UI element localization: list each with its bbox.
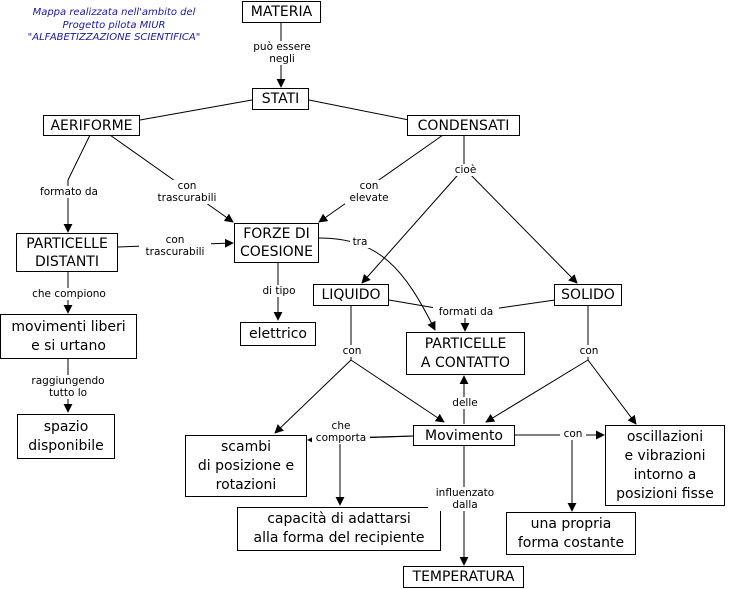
node-temperatura: TEMPERATURA (403, 566, 524, 588)
node-movimento: Movimento (413, 425, 515, 446)
credit-line: Mappa realizzata nell'ambito del (32, 7, 196, 18)
edge-condensati-liquido (361, 135, 465, 284)
edge-liquido-scambi (274, 359, 352, 434)
credit-line: "ALFABETIZZAZIONE SCIENTIFICA" (27, 32, 201, 43)
node-capacita: capacità di adattarsi alla forma del rec… (237, 507, 441, 551)
node-oscillazioni: oscillazioni e vibrazioni intorno a posi… (605, 425, 725, 506)
label-cioe: cioè (451, 164, 480, 176)
node-liquido: LIQUIDO (313, 284, 389, 306)
node-stati: STATI (252, 88, 309, 110)
node-scambi: scambi di posizione e rotazioni (185, 435, 307, 497)
credit-note: Mappa realizzata nell'ambito del Progett… (14, 7, 214, 45)
label-raggiungendo: raggiungendo tutto lo (24, 375, 112, 399)
edge-condensati-forze (318, 134, 444, 223)
node-spazio-disponibile: spazio disponibile (17, 414, 115, 459)
label-con-elevate: con elevate (345, 180, 393, 204)
label-influenzato: influenzato dalla (428, 487, 502, 511)
label-tra: tra (350, 236, 370, 248)
edge-stati-aeriforme (139, 99, 253, 121)
label-con-solido: con (576, 345, 602, 357)
label-con-trascurabili-2: con trascurabili (139, 234, 211, 258)
edge-aeriforme-forze (109, 134, 234, 223)
label-delle: delle (449, 397, 481, 409)
label-che-comporta: che comporta (312, 420, 370, 444)
node-solido: SOLIDO (554, 284, 622, 306)
edge-condensati-solido (463, 167, 578, 284)
edge-movimento-capacita (335, 435, 414, 506)
node-materia: MATERIA (242, 1, 321, 23)
edge-aeriforme-particelle-distanti (63, 134, 91, 233)
edge-solido-oscillazioni (587, 359, 637, 425)
label-puo-essere: può essere negli (245, 41, 319, 65)
node-elettrico: elettrico (240, 322, 316, 346)
node-forze-coesione: FORZE DI COESIONE (234, 223, 319, 263)
label-formati-da: formati da (433, 306, 499, 318)
label-di-tipo: di tipo (257, 285, 301, 297)
node-condensati: CONDENSATI (407, 115, 520, 136)
label-con-liquido: con (339, 345, 365, 357)
label-formato-da: formato da (33, 186, 105, 198)
edge-forze-contatto (318, 237, 436, 331)
edge-movimento-forma (515, 434, 577, 512)
node-particelle-contatto: PARTICELLE A CONTATTO (406, 332, 525, 375)
edge-liquido-movimento (350, 359, 445, 423)
credit-line: Progetto pilota MIUR (62, 19, 166, 31)
node-particelle-distanti: PARTICELLE DISTANTI (16, 233, 118, 272)
edge-stati-condensati (308, 99, 410, 121)
node-movimenti-liberi: movimenti liberi e si urtano (0, 314, 137, 359)
edge-solido-movimento (485, 359, 589, 423)
node-forma-costante: una propria forma costante (506, 512, 636, 555)
label-con-movimento: con (560, 428, 586, 440)
label-che-compiono: che compiono (26, 288, 112, 300)
node-aeriforme: AERIFORME (43, 115, 140, 136)
label-con-trascurabili: con trascurabili (153, 180, 221, 204)
